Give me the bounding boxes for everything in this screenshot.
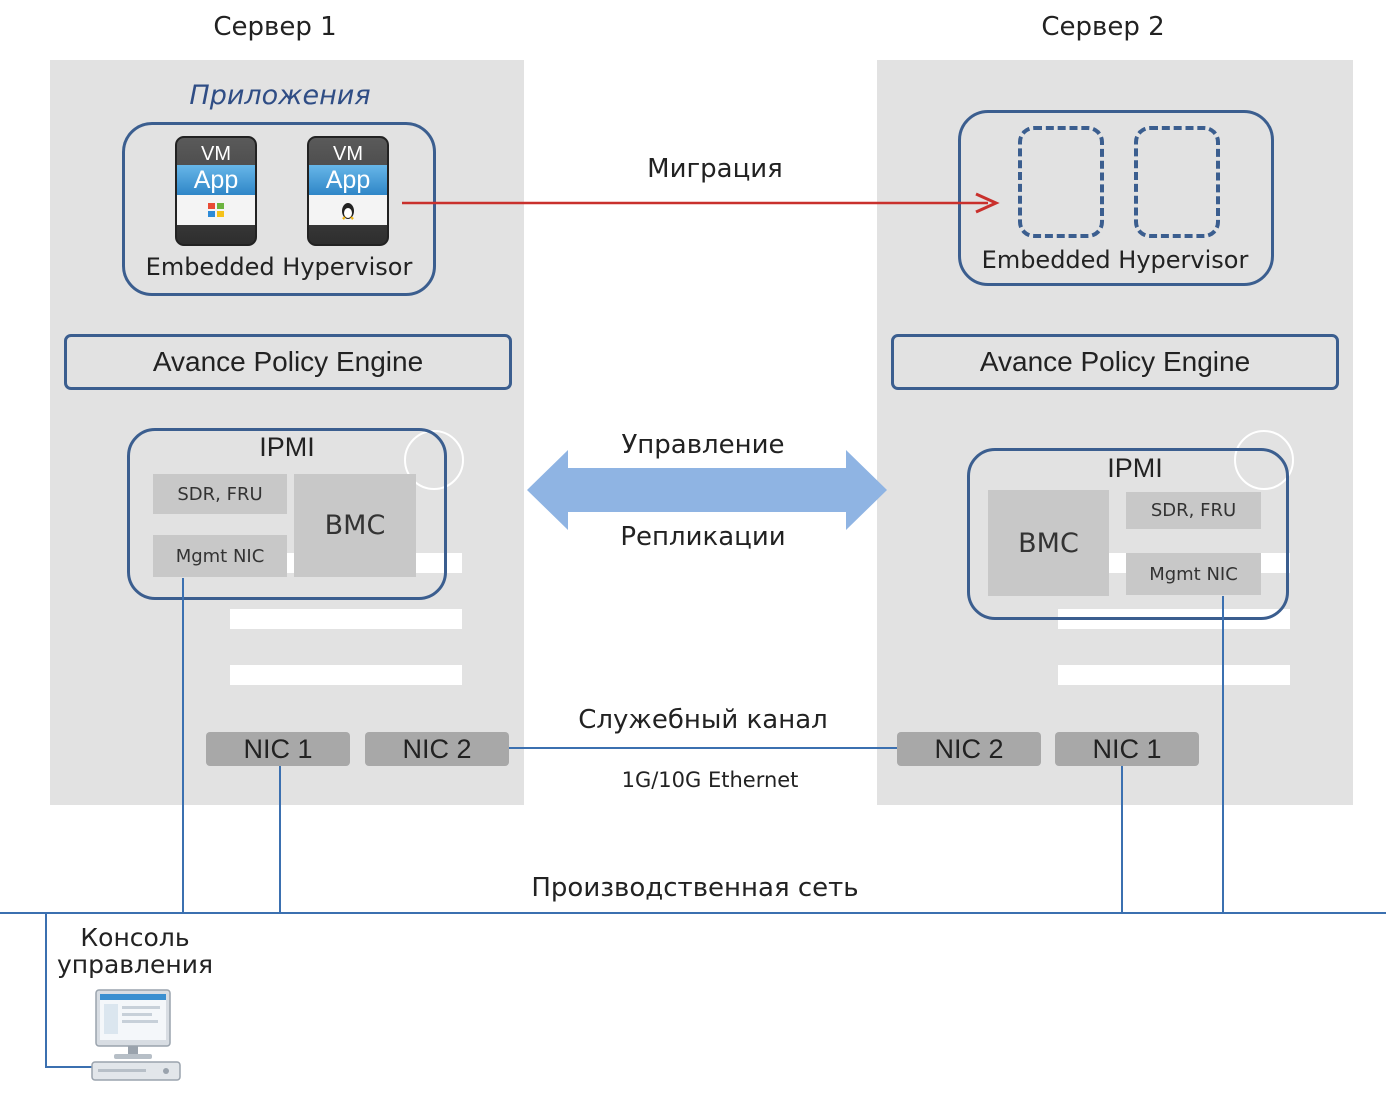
server1-nic1-line <box>279 766 281 913</box>
server1-ipmi-label: IPMI <box>259 432 315 462</box>
server2-bmc: BMC <box>988 490 1109 596</box>
desktop-computer-icon <box>91 989 181 1081</box>
app-label: App <box>309 165 387 195</box>
server2-ipmi-box <box>967 448 1289 620</box>
server2-hypervisor-box <box>958 110 1274 286</box>
server2-power-circle <box>1234 430 1294 490</box>
console-label-line1: Консоль <box>80 923 190 952</box>
migration-label: Миграция <box>647 154 783 184</box>
server1-hypervisor-label: Embedded Hypervisor <box>145 253 413 281</box>
server1-mgmt-nic: Mgmt NIC <box>153 535 287 577</box>
server2-policy-engine: Avance Policy Engine <box>891 334 1339 390</box>
server2-hypervisor-label: Embedded Hypervisor <box>981 246 1249 274</box>
service-channel-line <box>509 747 897 749</box>
console-label: Консоль управления <box>40 924 230 978</box>
server2-ipmi-label: IPMI <box>1107 453 1163 483</box>
server1-bar <box>230 665 462 685</box>
server1-hypervisor-box <box>122 122 436 296</box>
management-label: Управление <box>621 430 785 460</box>
server1-sdr-fru: SDR, FRU <box>153 474 287 514</box>
server2-nic2: NIC 2 <box>897 732 1041 766</box>
server2-nic1: NIC 1 <box>1055 732 1199 766</box>
server1-bar <box>230 609 462 629</box>
server1-policy-engine: Avance Policy Engine <box>64 334 512 390</box>
production-network-label: Производственная сеть <box>531 873 859 903</box>
double-arrow-icon <box>527 450 887 530</box>
console-link-horizontal <box>45 1066 93 1068</box>
vm-label: VM <box>201 143 231 165</box>
server1-power-circle <box>404 430 464 490</box>
vm-slot-placeholder <box>1134 126 1220 238</box>
migration-arrow-head <box>975 192 1000 214</box>
replication-label: Репликации <box>620 522 786 552</box>
ethernet-label: 1G/10G Ethernet <box>621 768 799 792</box>
server2-nic1-line <box>1121 766 1123 913</box>
vm-linux: VM App <box>307 136 389 246</box>
linux-tux-icon <box>309 195 387 225</box>
server2-mgmt-line <box>1222 596 1224 913</box>
server1-title: Сервер 1 <box>213 12 337 42</box>
server1-nic2: NIC 2 <box>365 732 509 766</box>
windows-icon <box>177 195 255 225</box>
service-channel-label: Служебный канал <box>578 705 828 735</box>
server2-title: Сервер 2 <box>1041 12 1165 42</box>
production-network-line <box>0 912 1386 914</box>
server1-mgmt-line <box>182 578 184 913</box>
console-label-line2: управления <box>56 950 214 979</box>
console-link-vertical <box>45 912 47 1068</box>
server1-nic1: NIC 1 <box>206 732 350 766</box>
vm-slot-placeholder <box>1018 126 1104 238</box>
vm-windows: VM App <box>175 136 257 246</box>
server2-mgmt-nic: Mgmt NIC <box>1126 553 1261 595</box>
server1-ipmi-box <box>127 428 447 600</box>
vm-label: VM <box>333 143 363 165</box>
server2-sdr-fru: SDR, FRU <box>1126 492 1261 529</box>
apps-title: Приложения <box>189 80 371 111</box>
server2-bar <box>1058 665 1290 685</box>
app-label: App <box>177 165 255 195</box>
server1-bmc: BMC <box>294 474 416 577</box>
